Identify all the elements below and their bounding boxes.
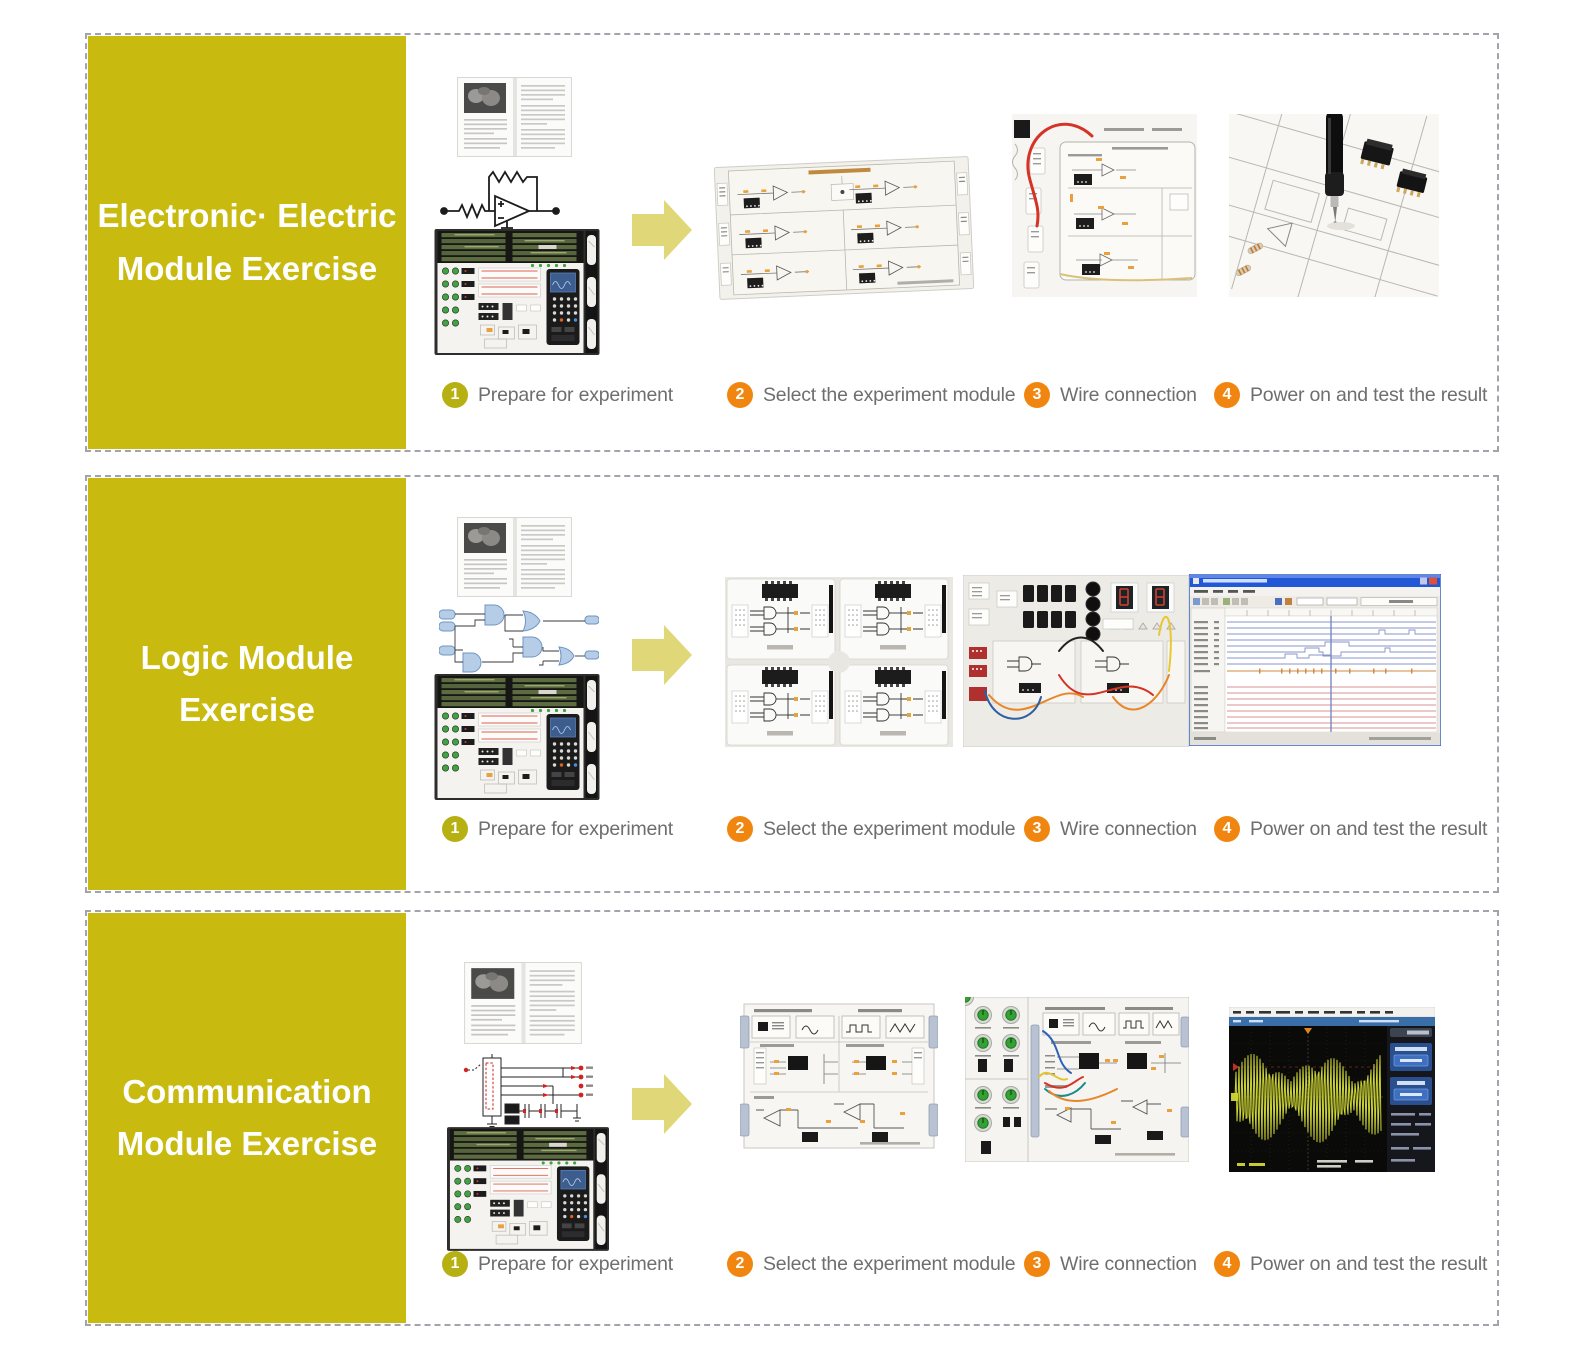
step-4: 4 Power on and test the result	[1214, 382, 1487, 408]
book-photo	[457, 517, 572, 597]
row-title: Electronic· Electric Module Exercise	[98, 190, 397, 294]
step-label: Prepare for experiment	[478, 817, 674, 840]
step-label: Prepare for experiment	[478, 1252, 674, 1275]
step-1: 1 Prepare for experiment	[442, 1251, 673, 1277]
step-number-badge: 3	[1024, 816, 1050, 842]
step-number-badge: 4	[1214, 1251, 1240, 1277]
step-number-badge: 1	[442, 816, 468, 842]
row-content: 1 Prepare for experiment 2 Select the ex…	[407, 35, 1497, 450]
step-3: 3 Wire connection	[1024, 382, 1197, 408]
logic-wired-board-photo	[963, 575, 1189, 747]
step-label: Select the experiment module	[763, 383, 1016, 406]
wire-connection-photo	[1012, 114, 1197, 297]
step-number-badge: 3	[1024, 382, 1050, 408]
step-label: Wire connection	[1060, 817, 1197, 840]
step-label: Power on and test the result	[1250, 1252, 1488, 1275]
step-1: 1 Prepare for experiment	[442, 382, 673, 408]
row-title-box: Electronic· Electric Module Exercise	[88, 36, 406, 449]
step-3: 3 Wire connection	[1024, 1251, 1197, 1277]
comm-schematic-photo	[463, 1054, 593, 1127]
comm-module-photo	[740, 1003, 938, 1149]
trainer-photo	[434, 229, 600, 355]
probe-test-photo	[1229, 114, 1439, 297]
step-number-badge: 3	[1024, 1251, 1050, 1277]
step-3: 3 Wire connection	[1024, 816, 1197, 842]
row-title-line2: Module Exercise	[116, 249, 378, 287]
oscilloscope-screenshot	[1229, 1007, 1435, 1172]
flow-arrow-icon	[632, 625, 692, 685]
exercise-row-electronic-electric: Electronic· Electric Module Exercise	[85, 33, 1499, 452]
step-2: 2 Select the experiment module	[727, 1251, 1016, 1277]
row-title: Logic Module Exercise	[141, 632, 354, 736]
step-number-badge: 2	[727, 382, 753, 408]
step-2: 2 Select the experiment module	[727, 382, 1016, 408]
step-label: Wire connection	[1060, 1252, 1197, 1275]
step-2: 2 Select the experiment module	[727, 816, 1016, 842]
step-label: Prepare for experiment	[478, 383, 674, 406]
row-title-box: Logic Module Exercise	[88, 478, 406, 890]
trainer-photo	[447, 1127, 609, 1251]
step-number-badge: 1	[442, 1251, 468, 1277]
logic-modules-photo	[725, 577, 953, 747]
step-label: Select the experiment module	[763, 817, 1016, 840]
trainer-photo	[434, 674, 600, 800]
step-4: 4 Power on and test the result	[1214, 816, 1487, 842]
row-title: Communication Module Exercise	[117, 1066, 377, 1170]
row-title-box: Communication Module Exercise	[88, 913, 406, 1323]
book-photo	[464, 962, 582, 1044]
comm-wired-module-photo	[965, 997, 1189, 1162]
row-title-line2: Exercise	[179, 691, 315, 728]
row-content: 1 Prepare for experiment 2 Select the ex…	[407, 477, 1497, 891]
row-title-line1: Logic Module	[140, 638, 354, 676]
step-number-badge: 1	[442, 382, 468, 408]
step-number-badge: 2	[727, 1251, 753, 1277]
row-title-line1: Electronic· Electric	[97, 197, 397, 235]
logic-analyzer-screenshot	[1189, 574, 1441, 746]
step-number-badge: 4	[1214, 816, 1240, 842]
exercise-row-communication: Communication Module Exercise	[85, 910, 1499, 1326]
logic-diagram-photo	[439, 604, 599, 673]
module-board-photo	[713, 156, 975, 300]
row-title-line2: Module Exercise	[116, 1125, 378, 1162]
row-title-line1: Communication	[122, 1072, 372, 1110]
step-label: Select the experiment module	[763, 1252, 1016, 1275]
opamp-schematic-photo	[440, 170, 560, 235]
step-label: Power on and test the result	[1250, 817, 1488, 840]
row-content: 1 Prepare for experiment 2 Select the ex…	[407, 912, 1497, 1324]
step-label: Wire connection	[1060, 383, 1197, 406]
book-photo	[457, 77, 572, 157]
step-label: Power on and test the result	[1250, 383, 1488, 406]
step-number-badge: 2	[727, 816, 753, 842]
step-1: 1 Prepare for experiment	[442, 816, 673, 842]
step-number-badge: 4	[1214, 382, 1240, 408]
flow-arrow-icon	[632, 1074, 692, 1134]
step-4: 4 Power on and test the result	[1214, 1251, 1487, 1277]
exercise-row-logic: Logic Module Exercise	[85, 475, 1499, 893]
flow-arrow-icon	[632, 200, 692, 260]
